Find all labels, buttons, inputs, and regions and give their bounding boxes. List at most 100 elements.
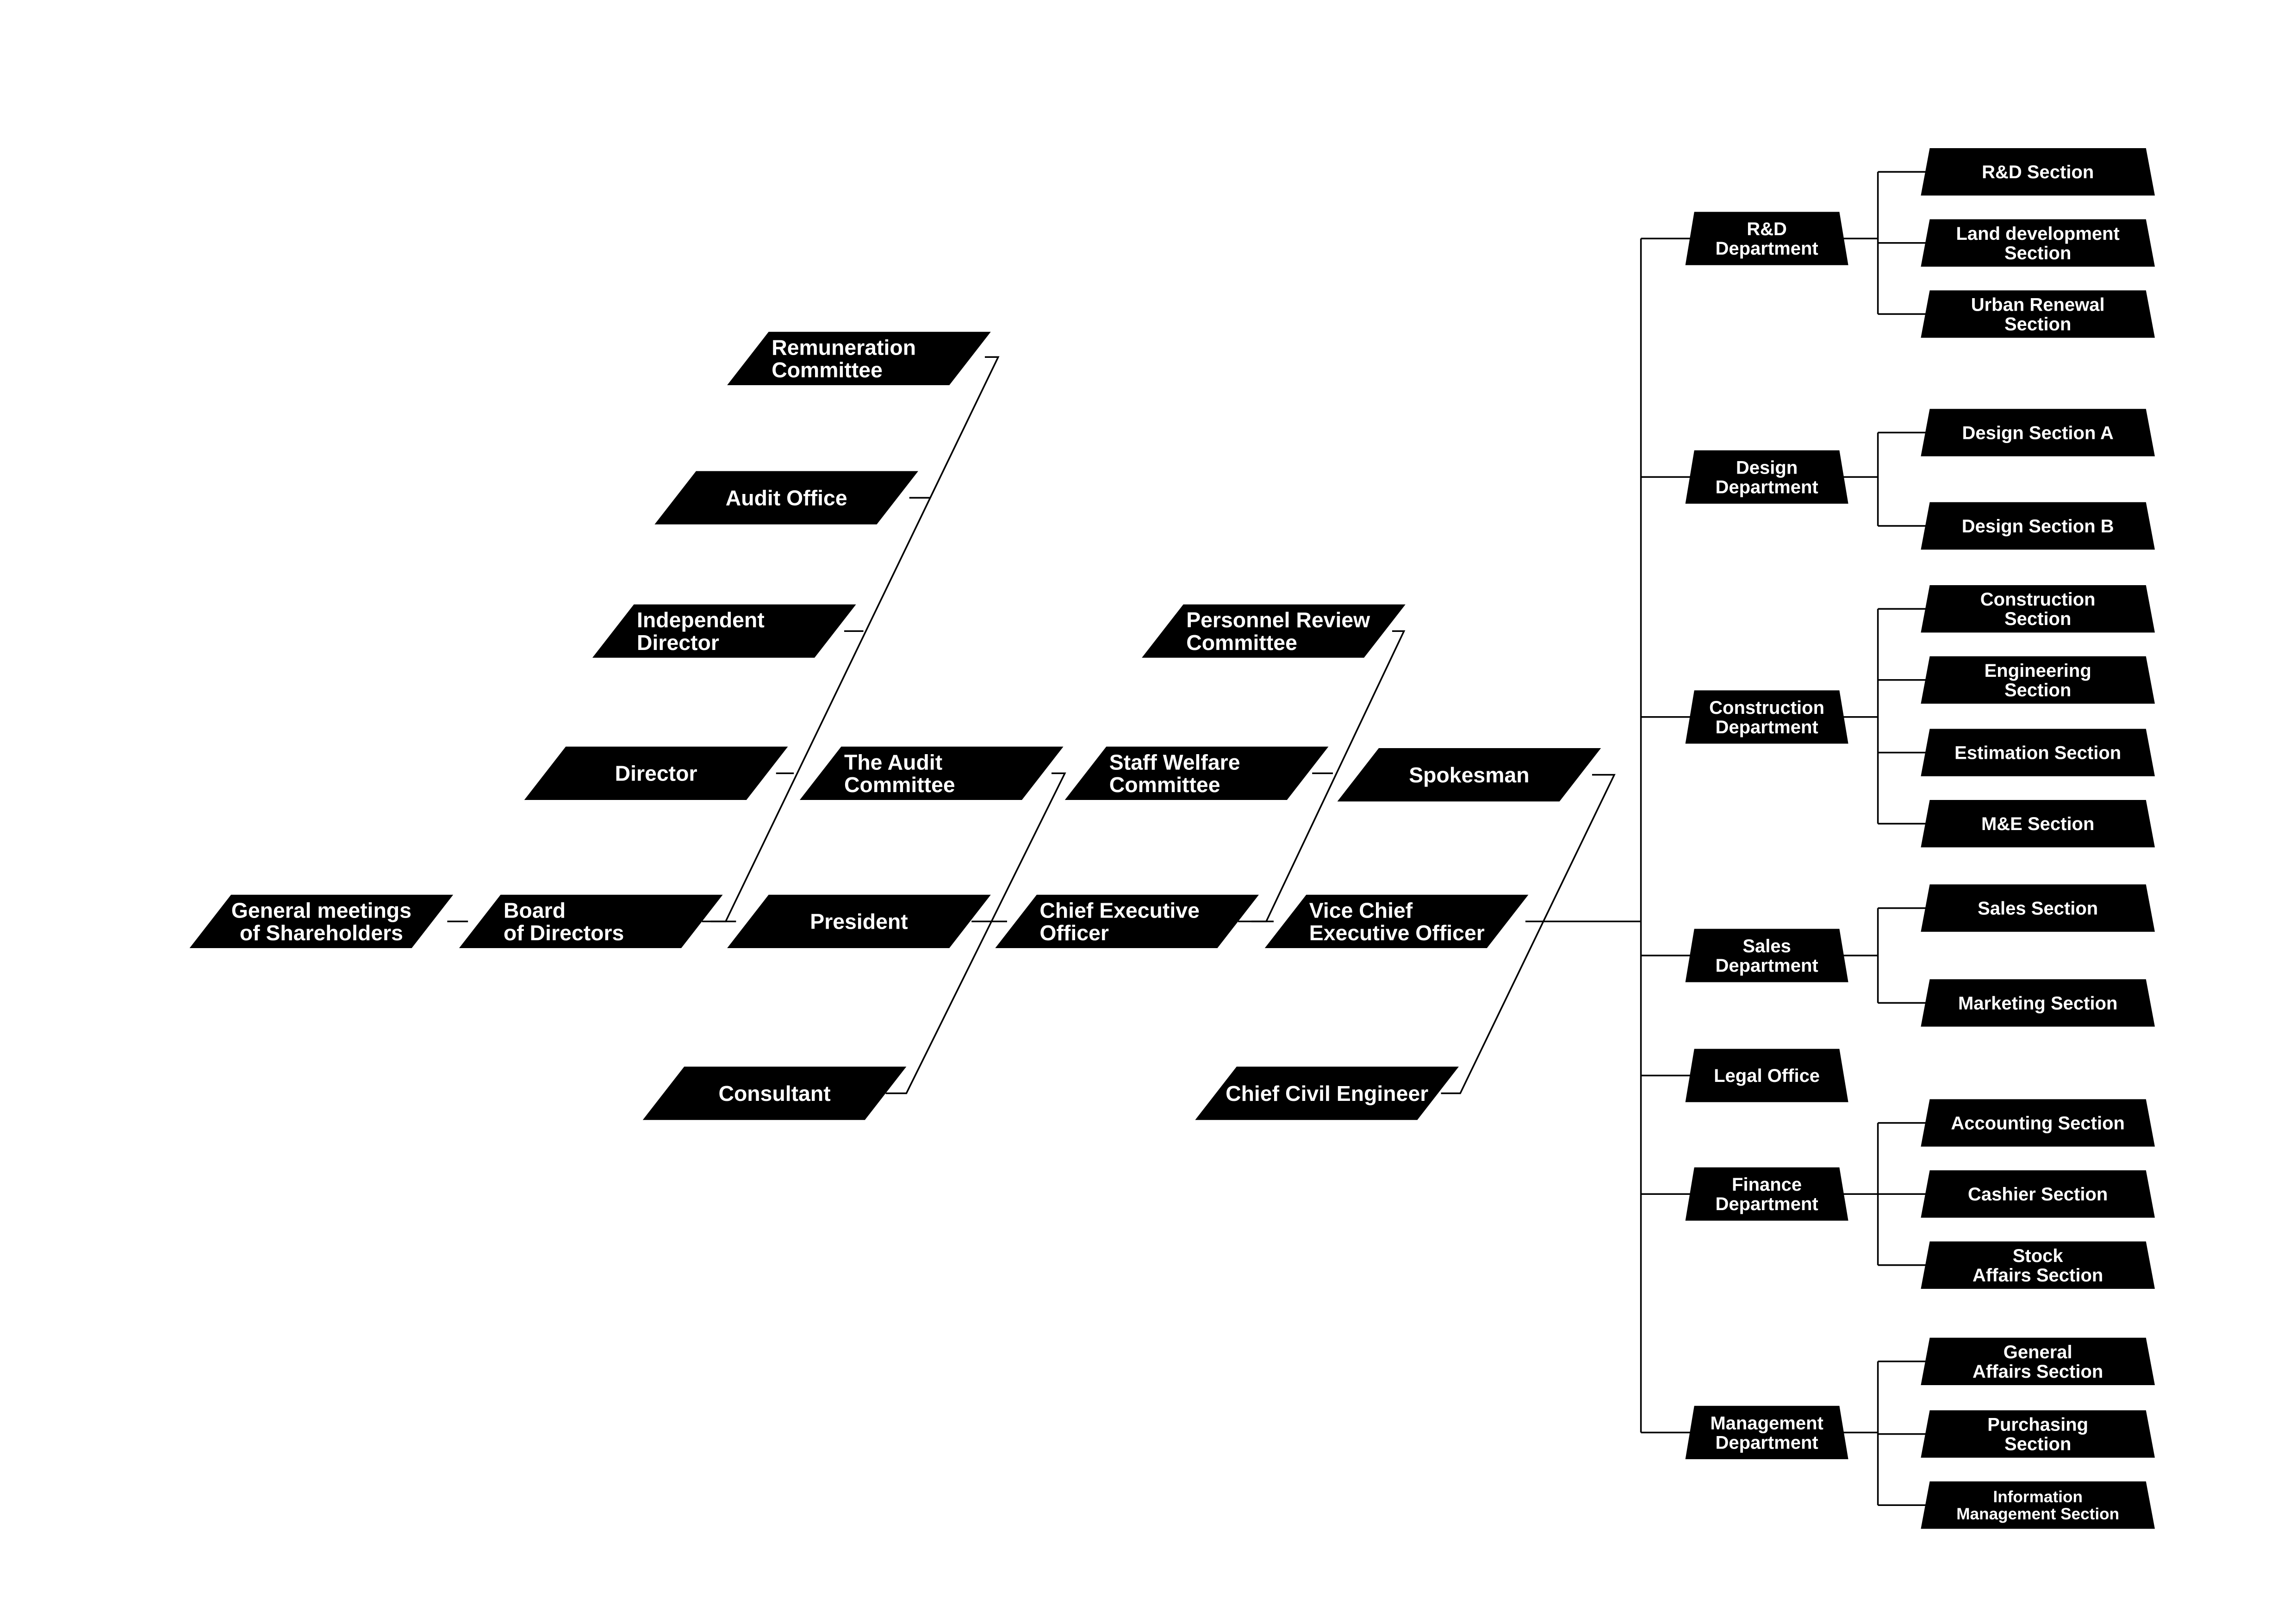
org-node-consultant: Consultant	[642, 1067, 907, 1120]
org-node-label: R&D Section	[1982, 162, 2094, 182]
org-node-label-line: of Directors	[504, 921, 624, 945]
org-node-shape	[1921, 409, 2155, 456]
org-node-label-line: Department	[1715, 1432, 1818, 1453]
org-node-shape	[800, 746, 1064, 800]
org-node-label: M&E Section	[1981, 814, 2094, 834]
org-node-accounting-section: Accounting Section	[1921, 1099, 2155, 1147]
org-node-shape	[592, 604, 856, 658]
org-node-shape	[1685, 929, 1848, 982]
org-node-design-section-a: Design Section A	[1921, 409, 2155, 456]
org-node-label: Legal Office	[1714, 1066, 1820, 1086]
org-node-shape	[727, 894, 991, 948]
org-node-label-line: Chief Civil Engineer	[1226, 1081, 1428, 1106]
org-node-label-line: Chief Executive	[1039, 898, 1199, 922]
org-node-label-line: Staff Welfare	[1109, 750, 1240, 774]
org-node-marketing-section: Marketing Section	[1921, 979, 2155, 1027]
org-node-label-line: M&E Section	[1981, 814, 2094, 834]
org-node-shape	[642, 1067, 907, 1120]
org-node-label-line: Vice Chief	[1309, 898, 1413, 922]
org-node-label-line: Affairs Section	[1972, 1265, 2103, 1286]
org-node-label-line: Department	[1715, 956, 1818, 976]
org-node-spokesman: Spokesman	[1337, 748, 1601, 802]
org-node-label: Design Section B	[1962, 516, 2114, 537]
org-node-shape	[1921, 1481, 2155, 1529]
org-node-shape	[727, 331, 991, 385]
org-node-label-line: Department	[1715, 477, 1818, 497]
org-node-label-line: Director	[615, 762, 697, 786]
org-node-shape	[1921, 729, 2155, 776]
org-node-label-line: Estimation Section	[1954, 743, 2121, 763]
org-node-shape	[1685, 690, 1848, 744]
org-node-label-line: Remuneration	[772, 335, 916, 359]
org-node-shape	[1264, 894, 1529, 948]
org-node-label-line: Purchasing	[1987, 1415, 2088, 1435]
org-node-shape	[1921, 1170, 2155, 1218]
org-node-shape	[1685, 450, 1848, 504]
org-node-shape	[1921, 585, 2155, 633]
org-node-shape	[1921, 1099, 2155, 1147]
org-node-label-line: Section	[2004, 609, 2071, 629]
org-node-cashier-section: Cashier Section	[1921, 1170, 2155, 1218]
org-node-label-line: of Shareholders	[240, 921, 403, 945]
org-node-label-line: R&D Section	[1982, 162, 2094, 182]
org-node-shape	[1921, 219, 2155, 267]
org-node-label-line: Sales Section	[1978, 899, 2098, 919]
org-node-label-line: Affairs Section	[1972, 1362, 2103, 1382]
org-node-label-line: Construction	[1980, 589, 2096, 610]
org-node-label-line: Cashier Section	[1968, 1184, 2108, 1205]
org-node-shape	[1921, 290, 2155, 338]
org-node-label-line: Legal Office	[1714, 1066, 1820, 1086]
org-node-shape	[1195, 1067, 1459, 1120]
org-node-label-line: Construction	[1709, 698, 1824, 718]
connector-line	[1441, 774, 1616, 1094]
org-node-shape	[1685, 1405, 1848, 1459]
org-node-label-line: Officer	[1039, 921, 1109, 945]
org-node-label-line: Urban Renewal	[1971, 294, 2105, 315]
org-node-label: Accounting Section	[1951, 1113, 2125, 1134]
connector-line	[1251, 630, 1406, 923]
org-node-label-line: Section	[2004, 243, 2071, 263]
org-node-label-line: Personnel Review	[1186, 608, 1370, 632]
org-node-label-line: Consultant	[718, 1081, 830, 1106]
connector-line	[885, 772, 1066, 1094]
org-node-label: Cashier Section	[1968, 1184, 2108, 1205]
org-node-shape	[1337, 748, 1601, 802]
org-node-shape	[524, 746, 788, 800]
org-node-label-line: Marketing Section	[1958, 993, 2118, 1013]
org-node-label: Audit Office	[726, 486, 847, 510]
org-node-shape	[1921, 148, 2155, 196]
org-node-label-line: Accounting Section	[1951, 1113, 2125, 1134]
org-node-label-line: President	[810, 910, 908, 934]
org-node-label-line: Committee	[1186, 631, 1297, 655]
org-node-label: Design Section A	[1962, 423, 2113, 443]
org-node-label: Director	[615, 762, 697, 786]
org-node-shape	[1921, 1241, 2155, 1289]
org-node-label-line: Executive Officer	[1309, 921, 1485, 945]
org-node-shape	[1921, 1410, 2155, 1458]
